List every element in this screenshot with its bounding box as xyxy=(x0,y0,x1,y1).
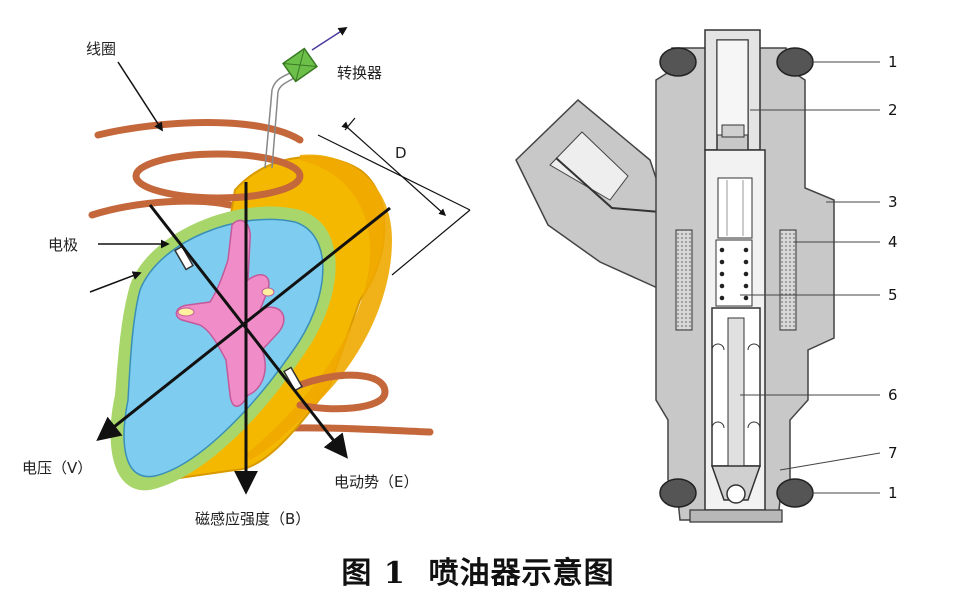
callout-3: 3 xyxy=(888,193,898,211)
figure-caption: 图 1 喷油器示意图 xyxy=(0,548,956,592)
spring xyxy=(719,247,749,301)
callout-4: 4 xyxy=(888,233,898,251)
connector-pin xyxy=(555,157,661,213)
connector-housing xyxy=(515,98,663,292)
voltage-label: 电压（V） xyxy=(22,459,92,477)
distance-label: D xyxy=(395,144,407,162)
armature-slot-4 xyxy=(747,421,761,429)
o-ring-bottom-left xyxy=(659,478,697,508)
flowmeter-diagram: 线圈 转换器 D 电极 电压（V） 电动势（E） 磁感应强度（B） xyxy=(22,27,471,528)
nozzle-seat xyxy=(710,465,762,501)
flux-label: 磁感应强度（B） xyxy=(195,510,310,528)
solenoid-coil-left xyxy=(675,229,693,331)
callout-1-top: 1 xyxy=(888,53,898,71)
callout-2: 2 xyxy=(888,101,898,119)
injector-diagram: 1 2 3 4 5 6 7 1 xyxy=(515,29,898,523)
figure-title: 喷油器示意图 xyxy=(428,556,615,591)
armature-slot-3 xyxy=(711,421,725,429)
leader-lines xyxy=(89,61,170,293)
pipe-outer-cylinder xyxy=(245,154,392,460)
coil-front xyxy=(132,150,304,202)
callout-5: 5 xyxy=(888,286,898,304)
figure-number: 图 1 xyxy=(341,556,406,591)
o-ring-top-left xyxy=(659,47,697,77)
converter-wire xyxy=(264,71,295,169)
dimension-d xyxy=(317,117,471,276)
electrodes xyxy=(174,245,303,392)
adjusting-sleeve xyxy=(717,177,753,239)
callout-6: 6 xyxy=(888,386,898,404)
solenoid-coil-right xyxy=(779,229,797,331)
converter-output-arrow xyxy=(311,27,348,51)
electrode-label: 电极 xyxy=(48,236,78,254)
ball-valve xyxy=(726,484,746,504)
callout-7: 7 xyxy=(888,444,898,462)
nozzle-tip xyxy=(689,509,783,523)
finger-nail xyxy=(261,287,275,297)
callout-1-bottom: 1 xyxy=(888,484,898,502)
filter xyxy=(716,39,749,136)
converter-icon xyxy=(281,47,319,83)
needle-valve xyxy=(727,317,745,469)
coil-front-lower xyxy=(296,371,389,413)
callout-leaders xyxy=(740,61,881,494)
coil-label: 线圈 xyxy=(86,40,116,58)
armature-slot-1 xyxy=(711,343,725,351)
emf-label: 电动势（E） xyxy=(334,473,418,491)
emf-axis xyxy=(148,204,348,459)
converter-label: 转换器 xyxy=(337,64,382,82)
armature-slot-2 xyxy=(747,343,761,351)
o-ring-top-right xyxy=(776,47,814,77)
filter-cap xyxy=(721,124,745,138)
thumb-nail xyxy=(177,307,195,317)
o-ring-bottom-right xyxy=(776,478,814,508)
right-hand-icon xyxy=(175,219,285,407)
